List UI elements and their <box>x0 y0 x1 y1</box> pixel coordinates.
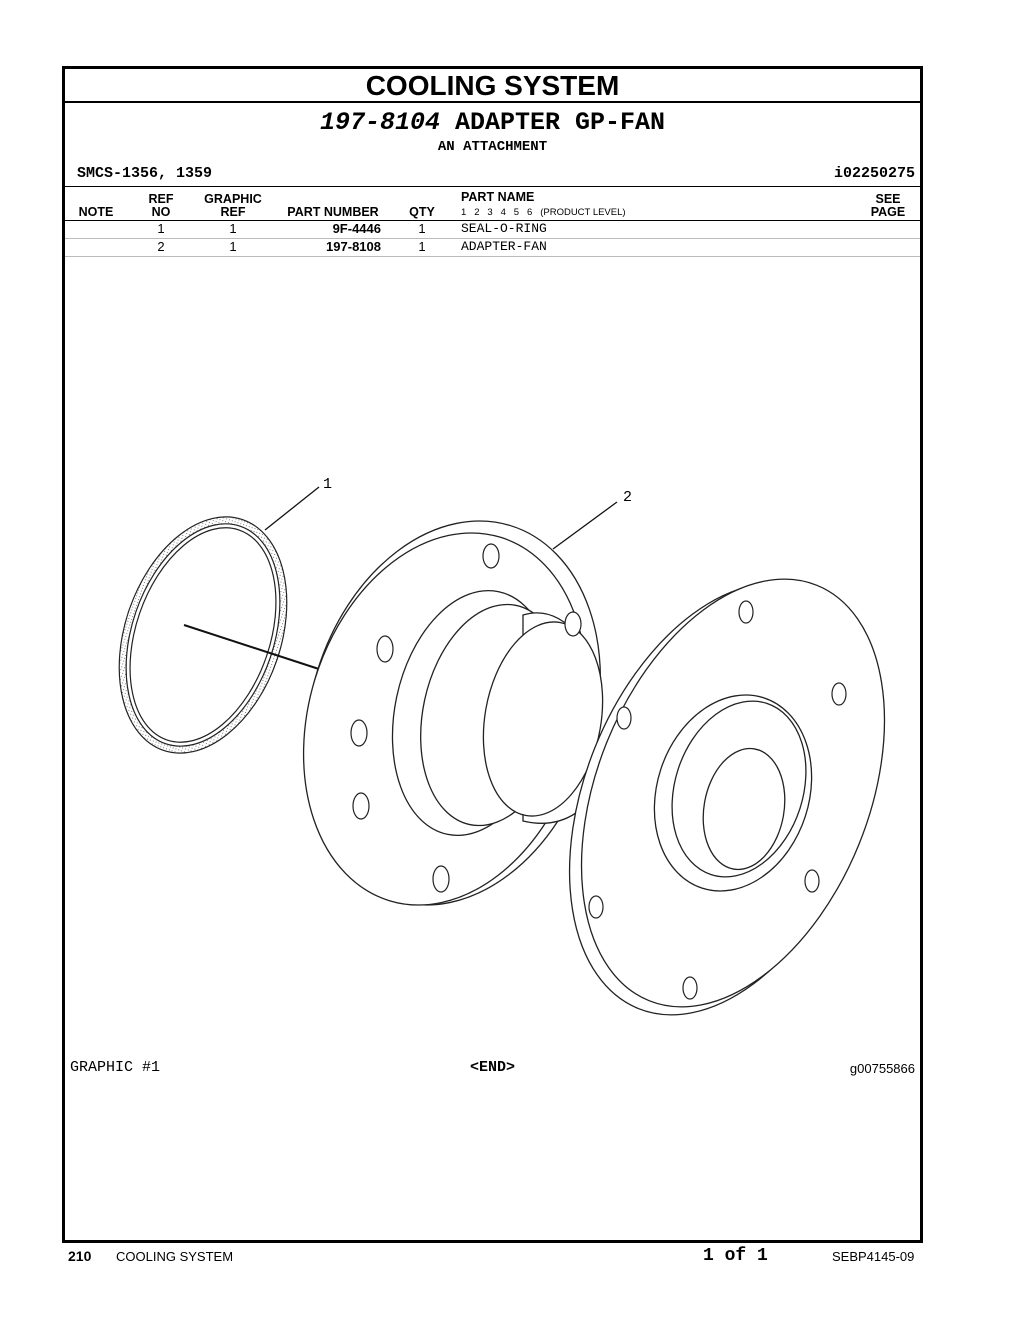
callout-1-label: 1 <box>323 476 332 493</box>
fan-adapter <box>302 520 886 1016</box>
callout-1-leader <box>264 486 320 531</box>
row-ref-no: 1 <box>157 221 165 236</box>
front-bolt-holes <box>588 600 847 1000</box>
col-qty: QTY <box>409 205 435 219</box>
group-part-number: 197-8104 <box>319 108 440 137</box>
row-graphic-ref: 1 <box>229 221 237 236</box>
group-title: 197-8104 ADAPTER GP-FAN <box>65 109 920 137</box>
col-part-number: PART NUMBER <box>287 205 379 219</box>
row-part-number: 9F-4446 <box>332 221 381 236</box>
row-part-name: SEAL-O-RING <box>461 221 547 236</box>
col-ref-bottom: NO <box>151 205 171 219</box>
footer-publication: SEBP4145-09 <box>832 1249 915 1264</box>
smcs-codes: SMCS-1356, 1359 <box>77 165 213 182</box>
col-see-top: SEE <box>875 192 901 206</box>
callout-2-label: 2 <box>623 489 632 506</box>
header-top-divider <box>65 186 920 187</box>
section-title: COOLING SYSTEM <box>65 69 920 103</box>
footer-page-of: 1 of 1 <box>703 1246 768 1266</box>
document-id: i02250275 <box>833 165 915 182</box>
row-divider <box>65 238 920 239</box>
footer-page-number: 210 <box>68 1248 92 1264</box>
end-marker: <END> <box>469 1059 515 1076</box>
header-bottom-divider <box>65 220 920 221</box>
col-graphic-top: GRAPHIC <box>204 192 262 206</box>
row-part-name: ADAPTER-FAN <box>461 239 547 254</box>
catalog-page-frame: COOLING SYSTEM 197-8104 ADAPTER GP-FAN A… <box>62 66 923 1243</box>
col-note: NOTE <box>78 205 114 219</box>
rear-bolt-holes <box>350 543 582 893</box>
col-ref-top: REF <box>148 192 174 206</box>
row-qty: 1 <box>418 221 426 236</box>
graphic-label: GRAPHIC #1 <box>70 1059 161 1076</box>
group-name: ADAPTER GP-FAN <box>455 108 666 137</box>
center-axis-line <box>183 624 326 672</box>
col-graphic-bottom: REF <box>220 205 246 219</box>
col-product-levels: 1 2 3 4 5 6 (PRODUCT LEVEL) <box>461 207 626 218</box>
row-divider <box>65 256 920 257</box>
row-part-number: 197-8108 <box>326 239 381 254</box>
row-graphic-ref: 1 <box>229 239 237 254</box>
exploded-parts-illustration: 1 2 <box>118 476 886 1016</box>
callout-2-leader <box>552 501 618 550</box>
o-ring-seal <box>118 516 288 754</box>
group-subtitle: AN ATTACHMENT <box>437 139 548 155</box>
row-qty: 1 <box>418 239 426 254</box>
col-part-name: PART NAME <box>461 190 535 204</box>
row-ref-no: 2 <box>157 239 165 254</box>
footer-section: COOLING SYSTEM <box>116 1249 234 1264</box>
col-see-bottom: PAGE <box>870 205 906 219</box>
graphic-number: g00755866 <box>849 1061 915 1076</box>
